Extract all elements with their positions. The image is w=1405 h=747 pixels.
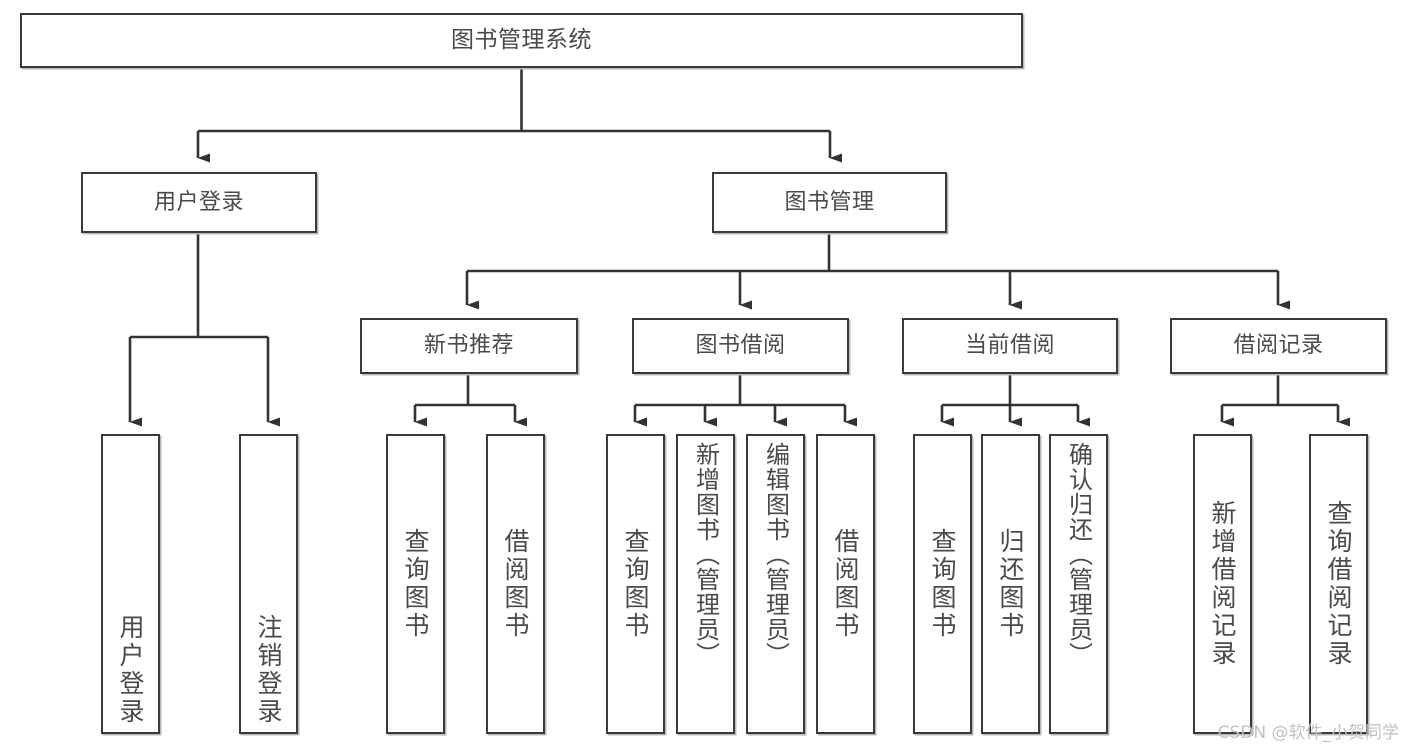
node-label: 借阅记录 xyxy=(1233,333,1324,359)
node-label: 新书推荐 xyxy=(423,333,514,359)
leaf-user-login[interactable]: 用户登录 xyxy=(101,434,160,734)
node-label: 借阅图书 xyxy=(501,528,530,640)
leaf-add-borrow-record[interactable]: 新增借阅记录 xyxy=(1193,434,1252,734)
node-label: 当前借阅 xyxy=(964,333,1055,359)
node-book-borrowing[interactable]: 图书借阅 xyxy=(632,318,849,374)
node-label: 图书管理系统 xyxy=(451,26,592,53)
node-label: 注销登录 xyxy=(254,614,283,726)
node-label: 新增图书（管理员） xyxy=(691,442,720,667)
leaf-borrow-book-recommendation[interactable]: 借阅图书 xyxy=(486,434,545,734)
node-user-login[interactable]: 用户登录 xyxy=(81,172,317,233)
node-label: 归还图书 xyxy=(996,528,1025,640)
leaf-edit-book-admin[interactable]: 编辑图书（管理员） xyxy=(746,434,805,734)
node-label: 查询图书 xyxy=(621,528,650,640)
node-label: 新增借阅记录 xyxy=(1208,500,1237,668)
node-root-book-management-system[interactable]: 图书管理系统 xyxy=(20,13,1023,68)
node-label: 查询借阅记录 xyxy=(1324,500,1353,668)
node-new-book-recommendation[interactable]: 新书推荐 xyxy=(360,318,578,374)
leaf-user-logout[interactable]: 注销登录 xyxy=(239,434,298,734)
leaf-confirm-return-admin[interactable]: 确认归还（管理员） xyxy=(1049,434,1108,734)
node-borrow-records[interactable]: 借阅记录 xyxy=(1170,318,1387,374)
node-label: 图书管理 xyxy=(784,189,875,215)
leaf-borrow-book-borrowing[interactable]: 借阅图书 xyxy=(816,434,875,734)
node-label: 确认归还（管理员） xyxy=(1064,442,1093,667)
node-label: 用户登录 xyxy=(153,189,244,215)
node-label: 编辑图书（管理员） xyxy=(761,442,790,667)
node-label: 查询图书 xyxy=(401,528,430,640)
leaf-query-book-borrowing[interactable]: 查询图书 xyxy=(606,434,665,734)
leaf-query-book-current[interactable]: 查询图书 xyxy=(913,434,972,734)
node-current-borrowing[interactable]: 当前借阅 xyxy=(902,318,1118,374)
leaf-query-book-recommendation[interactable]: 查询图书 xyxy=(386,434,445,734)
node-label: 图书借阅 xyxy=(695,333,786,359)
leaf-add-book-admin[interactable]: 新增图书（管理员） xyxy=(676,434,735,734)
node-label: 查询图书 xyxy=(928,528,957,640)
leaf-return-book[interactable]: 归还图书 xyxy=(981,434,1040,734)
node-book-management[interactable]: 图书管理 xyxy=(712,172,947,233)
node-label: 用户登录 xyxy=(116,614,145,726)
leaf-query-borrow-record[interactable]: 查询借阅记录 xyxy=(1309,434,1368,734)
node-label: 借阅图书 xyxy=(831,528,860,640)
